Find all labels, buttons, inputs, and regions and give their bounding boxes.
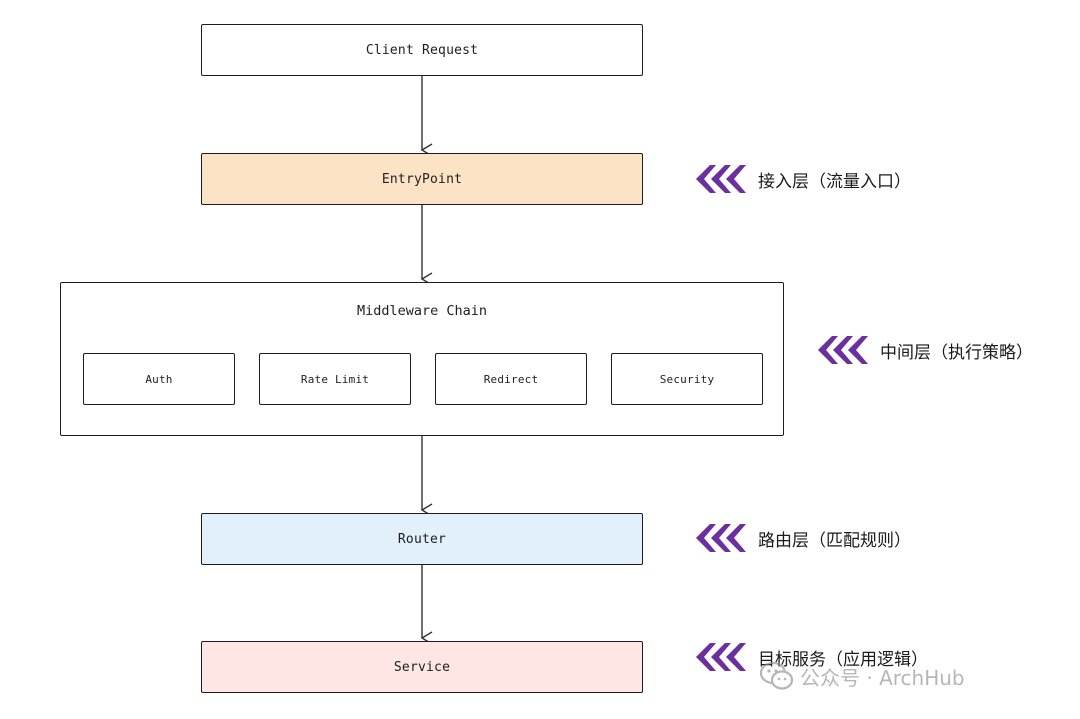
layer-tag-middleware: 中间层（执行策略） [816, 334, 1033, 366]
triple-chevron-left-icon [696, 643, 746, 671]
wechat-icon [760, 661, 794, 690]
client-request-node: Client Request [201, 24, 643, 76]
layer-tag-middleware-label: 中间层（执行策略） [880, 342, 1033, 363]
middleware-auth-node: Auth [83, 353, 235, 405]
watermark: 公众号 · ArchHub [760, 661, 965, 691]
middleware-redirect-node: Redirect [435, 353, 587, 405]
layer-tag-access: 接入层（流量入口） [694, 163, 911, 195]
middleware-rate-limit-node: Rate Limit [259, 353, 411, 405]
triple-chevron-left-icon [818, 336, 868, 364]
layer-tag-service: 目标服务（应用逻辑） [694, 641, 928, 673]
middleware-security-label: Security [659, 372, 715, 386]
entrypoint-label: EntryPoint [381, 171, 463, 187]
service-node: Service [201, 641, 643, 693]
layer-tag-router-label: 路由层（匹配规则） [758, 530, 911, 551]
service-label: Service [393, 659, 451, 675]
layer-tag-router: 路由层（匹配规则） [694, 522, 911, 554]
triple-chevron-left-icon [696, 524, 746, 552]
middleware-security-node: Security [611, 353, 763, 405]
middleware-rate-limit-label: Rate Limit [300, 372, 370, 386]
layer-tag-access-label: 接入层（流量入口） [758, 171, 911, 192]
client-request-label: Client Request [365, 42, 479, 58]
middleware-auth-label: Auth [145, 372, 173, 386]
entrypoint-node: EntryPoint [201, 153, 643, 205]
layer-tag-service-label: 目标服务（应用逻辑） [758, 649, 928, 670]
watermark-text: 公众号 · ArchHub [800, 665, 965, 690]
middleware-chain-title: Middleware Chain [356, 303, 488, 319]
router-node: Router [201, 513, 643, 565]
triple-chevron-left-icon [696, 165, 746, 193]
middleware-redirect-label: Redirect [483, 372, 539, 386]
middleware-chain-container [60, 282, 784, 436]
router-label: Router [397, 531, 447, 547]
